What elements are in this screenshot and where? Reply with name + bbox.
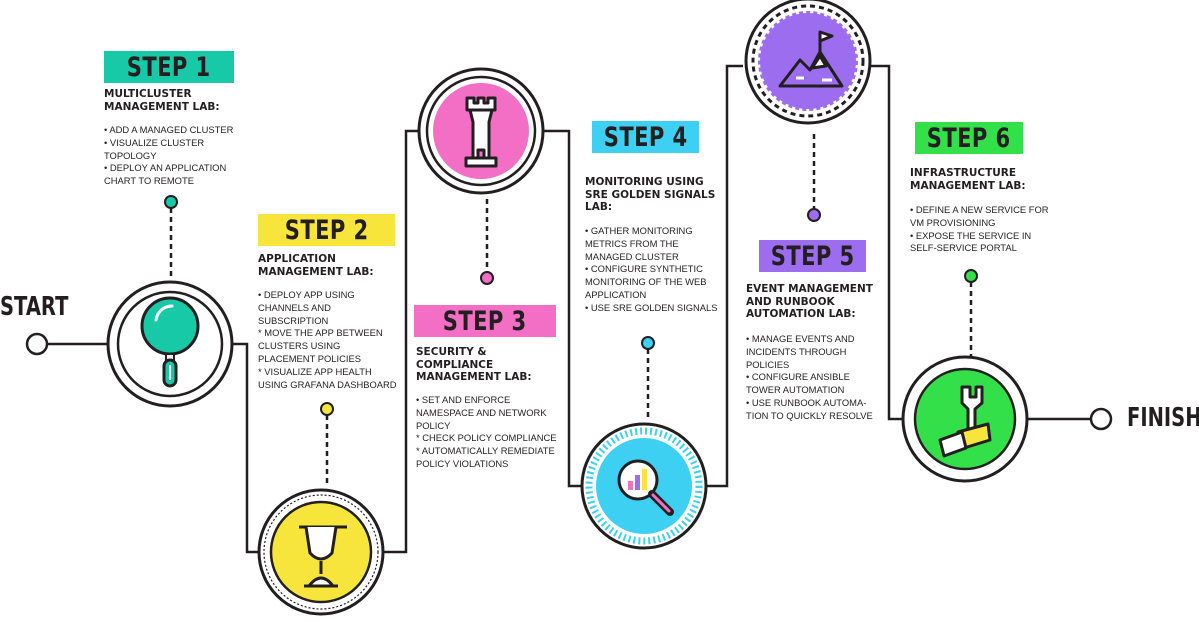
- step1-badge: STEP 1: [104, 51, 234, 83]
- step3-badge: STEP 3: [414, 305, 556, 337]
- list-item: PLACEMENT POLICIES: [258, 352, 361, 364]
- step4-bullets: • GATHER MONITORING METRICS FROM THE MAN…: [585, 225, 718, 315]
- list-item: POLICY: [416, 419, 451, 431]
- dot-step1: [164, 195, 178, 209]
- list-item: * AUTOMATICALLY REMEDIATE: [416, 445, 555, 457]
- list-item: • ADD A MANAGED CLUSTER: [104, 124, 234, 135]
- list-item: * MOVE THE APP BETWEEN: [258, 327, 383, 339]
- step4-circle: [580, 422, 708, 550]
- step6-circle: [901, 355, 1029, 483]
- list-item: TION TO QUICKLY RESOLVE: [746, 409, 873, 421]
- list-item: • SET AND ENFORCE: [416, 394, 511, 405]
- start-label: START: [0, 292, 69, 322]
- step5-bullets: • MANAGE EVENTS AND INCIDENTS THROUGH PO…: [746, 333, 873, 423]
- step1-bullets: • ADD A MANAGED CLUSTER • VISUALIZE CLUS…: [104, 124, 233, 188]
- step5-badge: STEP 5: [759, 240, 866, 272]
- list-item: • EXPOSE THE SERVICE IN: [910, 229, 1032, 241]
- list-item: MANAGED CLUSTER: [585, 250, 679, 262]
- list-item: SUBSCRIPTION: [258, 314, 329, 326]
- step1-circle: [106, 280, 234, 408]
- list-item: • CONFIGURE SYNTHETIC: [585, 263, 703, 275]
- mountain-flag-icon: [778, 30, 844, 88]
- dot-step2: [320, 402, 334, 416]
- list-item: MONITORING OF THE WEB: [585, 276, 707, 288]
- list-item: CLUSTERS USING: [258, 340, 341, 352]
- list-item: • USE SRE GOLDEN SIGNALS: [585, 301, 718, 313]
- step2-circle: [257, 488, 385, 616]
- list-item: • DEPLOY APP USING: [258, 289, 355, 300]
- dot-step5: [807, 208, 821, 222]
- list-item: POLICIES: [746, 358, 790, 370]
- rook-tower-icon: [464, 96, 498, 168]
- step3-circle: [417, 67, 545, 195]
- step4-badge: STEP 4: [592, 121, 699, 153]
- list-item: • USE RUNBOOK AUTOMA-: [746, 396, 867, 408]
- list-item: VM PROVISIONING: [910, 216, 996, 228]
- list-item: • DEPLOY AN APPLICATION: [104, 162, 227, 174]
- step3-bullets: • SET AND ENFORCE NAMESPACE AND NETWORK …: [416, 394, 557, 471]
- roadmap-path: [47, 64, 1091, 554]
- list-item: POLICY VIOLATIONS: [416, 457, 509, 469]
- chart-magnifier-icon: [617, 459, 674, 516]
- list-item: INCIDENTS THROUGH: [746, 345, 847, 357]
- step2-bullets: • DEPLOY APP USING CHANNELS AND SUBSCRIP…: [258, 289, 397, 391]
- list-item: CHART TO REMOTE: [104, 175, 194, 187]
- list-item: • DEFINE A NEW SERVICE FOR: [910, 204, 1049, 215]
- list-item: CHANNELS AND: [258, 301, 331, 313]
- list-item: METRICS FROM THE: [585, 237, 679, 249]
- list-item: NAMESPACE AND NETWORK: [416, 406, 547, 418]
- list-item: * CHECK POLICY COMPLIANCE: [416, 432, 557, 444]
- wrench-arm-icon: [938, 385, 992, 458]
- dot-step4: [641, 336, 655, 350]
- trophy-icon: [299, 525, 347, 588]
- step6-bullets: • DEFINE A NEW SERVICE FOR VM PROVISIONI…: [910, 204, 1049, 255]
- list-item: * VISUALIZE APP HEALTH: [258, 365, 372, 377]
- step2-badge: STEP 2: [258, 214, 395, 246]
- start-node: [25, 332, 49, 356]
- magnifier-icon: [140, 296, 200, 388]
- list-item: • MANAGE EVENTS AND: [746, 333, 855, 344]
- list-item: TOWER AUTOMATION: [746, 384, 845, 396]
- list-item: APPLICATION: [585, 288, 647, 300]
- list-item: • GATHER MONITORING: [585, 225, 693, 236]
- dot-step6: [964, 269, 978, 283]
- dot-step3: [480, 271, 494, 285]
- step5-circle: [744, 0, 872, 125]
- list-item: SELF-SERVICE PORTAL: [910, 242, 1017, 254]
- finish-node: [1089, 407, 1113, 431]
- list-item: USING GRAFANA DASHBOARD: [258, 378, 397, 390]
- step6-badge: STEP 6: [915, 122, 1023, 154]
- list-item: • VISUALIZE CLUSTER: [104, 136, 205, 148]
- finish-label: FINISH: [1127, 403, 1199, 433]
- list-item: • CONFIGURE ANSIBLE: [746, 371, 850, 383]
- list-item: TOPOLOGY: [104, 149, 157, 161]
